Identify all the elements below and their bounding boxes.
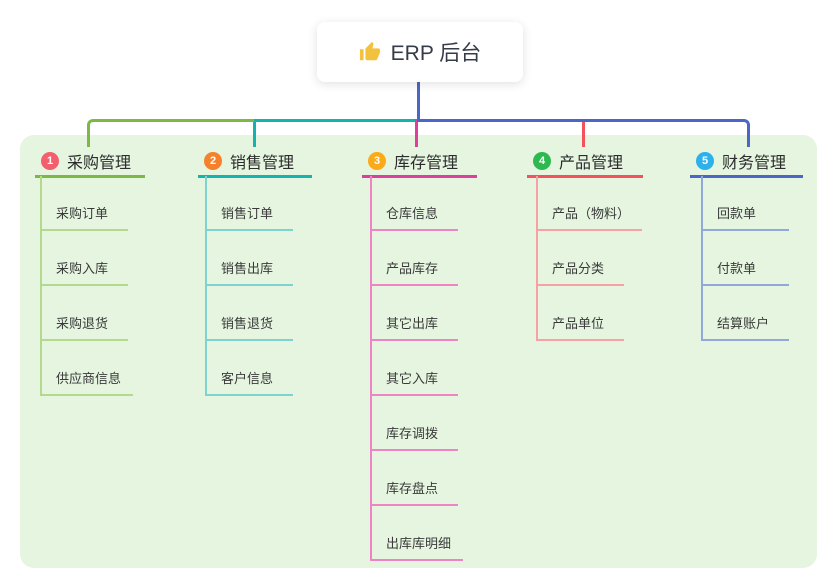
child-label: 产品单位	[552, 316, 605, 331]
child-label: 采购退货	[56, 316, 109, 331]
connector-left-green	[87, 119, 254, 147]
child-node[interactable]: 产品（物料）	[538, 176, 643, 231]
branch-badge-3: 3	[368, 152, 386, 170]
root-node[interactable]: ERP 后台	[317, 22, 523, 82]
child-label: 产品（物料）	[552, 206, 631, 221]
branch-5-children: 回款单 付款单 结算账户	[701, 176, 789, 341]
branch-label-2: 销售管理	[230, 155, 295, 172]
child-node[interactable]: 其它出库	[372, 286, 458, 341]
child-node[interactable]: 产品分类	[538, 231, 624, 286]
connector-drop-branch-3	[415, 119, 418, 147]
child-node[interactable]: 出库库明细	[372, 506, 464, 561]
branch-badge-5: 5	[696, 152, 714, 170]
child-node[interactable]: 客户信息	[207, 341, 293, 396]
child-label: 产品分类	[552, 261, 605, 276]
child-label: 客户信息	[221, 371, 274, 386]
branches-panel	[20, 135, 817, 568]
connector-drop-branch-4	[582, 122, 585, 147]
child-node[interactable]: 供应商信息	[42, 341, 134, 396]
child-node[interactable]: 其它入库	[372, 341, 458, 396]
child-node[interactable]: 采购订单	[42, 176, 128, 231]
child-node[interactable]: 销售退货	[207, 286, 293, 341]
branch-badge-4: 4	[533, 152, 551, 170]
child-label: 付款单	[717, 261, 757, 276]
child-node[interactable]: 结算账户	[703, 286, 789, 341]
branch-title-3[interactable]: 3 库存管理	[362, 147, 477, 178]
branch-badge-1: 1	[41, 152, 59, 170]
branch-2-children: 销售订单 销售出库 销售退货 客户信息	[205, 176, 293, 396]
child-node[interactable]: 库存盘点	[372, 451, 458, 506]
child-label: 出库库明细	[386, 536, 452, 551]
branch-4-children: 产品（物料） 产品分类 产品单位	[536, 176, 643, 341]
child-label: 回款单	[717, 206, 757, 221]
branch-title-1[interactable]: 1 采购管理	[35, 147, 145, 178]
child-node[interactable]: 回款单	[703, 176, 789, 231]
branch-3-children: 仓库信息 产品库存 其它出库 其它入库 库存调拨 库存盘点 出库库明细	[370, 176, 464, 561]
child-label: 销售出库	[221, 261, 274, 276]
child-node[interactable]: 销售出库	[207, 231, 293, 286]
child-label: 产品库存	[386, 261, 439, 276]
branch-badge-2: 2	[204, 152, 222, 170]
child-node[interactable]: 仓库信息	[372, 176, 458, 231]
branch-label-1: 采购管理	[67, 155, 132, 172]
child-node[interactable]: 采购退货	[42, 286, 128, 341]
branch-title-4[interactable]: 4 产品管理	[527, 147, 643, 178]
child-node[interactable]: 采购入库	[42, 231, 128, 286]
child-label: 采购入库	[56, 261, 109, 276]
child-label: 销售退货	[221, 316, 274, 331]
child-node[interactable]: 产品单位	[538, 286, 624, 341]
child-label: 供应商信息	[56, 371, 122, 386]
child-label: 结算账户	[717, 316, 770, 331]
branch-title-5[interactable]: 5 财务管理	[690, 147, 803, 178]
child-node[interactable]: 付款单	[703, 231, 789, 286]
thumbs-up-icon	[359, 41, 381, 63]
connector-root-stem	[417, 82, 420, 122]
child-label: 其它出库	[386, 316, 439, 331]
child-node[interactable]: 产品库存	[372, 231, 458, 286]
branch-1-children: 采购订单 采购入库 采购退货 供应商信息	[40, 176, 134, 396]
branch-label-3: 库存管理	[394, 155, 459, 172]
child-label: 采购订单	[56, 206, 109, 221]
root-label: ERP 后台	[390, 42, 482, 65]
child-node[interactable]: 销售订单	[207, 176, 293, 231]
branch-label-5: 财务管理	[722, 155, 787, 172]
child-label: 库存调拨	[386, 426, 439, 441]
connector-right-blue	[420, 119, 750, 147]
child-label: 销售订单	[221, 206, 274, 221]
branch-title-2[interactable]: 2 销售管理	[198, 147, 312, 178]
branch-label-4: 产品管理	[559, 155, 624, 172]
child-label: 其它入库	[386, 371, 439, 386]
child-node[interactable]: 库存调拨	[372, 396, 458, 451]
connector-mid-teal	[253, 119, 417, 147]
child-label: 库存盘点	[386, 481, 439, 496]
child-label: 仓库信息	[386, 206, 439, 221]
